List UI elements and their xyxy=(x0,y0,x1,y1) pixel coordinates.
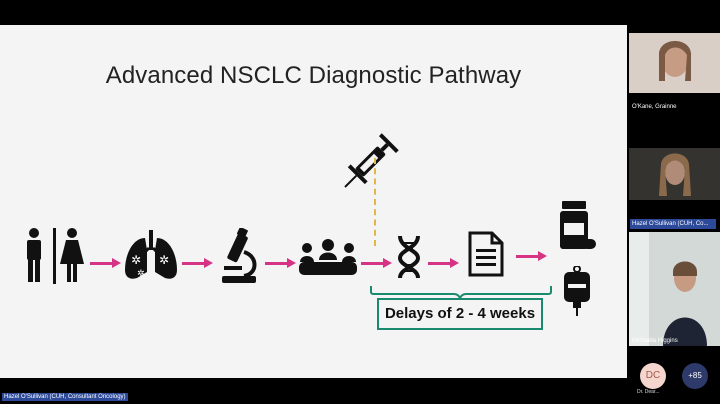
pathway-arrow xyxy=(265,258,296,268)
medicine-bottle-icon xyxy=(560,201,596,249)
svg-text:✲: ✲ xyxy=(131,253,141,267)
participant-video-tile[interactable] xyxy=(629,33,720,93)
microscope-icon xyxy=(222,228,257,283)
pathway-arrow xyxy=(428,258,459,268)
patients-icon xyxy=(27,228,84,284)
participant-name: Michaela Higgins xyxy=(632,338,678,344)
slide-title: Advanced NSCLC Diagnostic Pathway xyxy=(105,62,522,89)
active-speaker-name: Hazel O'Sullivan (CUH, Co... xyxy=(630,219,716,229)
pathway-arrow xyxy=(516,251,547,261)
presentation-slide: Advanced NSCLC Diagnostic Pathway xyxy=(0,25,627,378)
participant-video-tile[interactable] xyxy=(629,148,720,200)
pathway-arrow xyxy=(90,258,121,268)
person-silhouette-icon xyxy=(629,33,720,93)
pathway-arrow xyxy=(182,258,213,268)
report-icon xyxy=(468,231,504,277)
participant-name: Dr. Dear... xyxy=(637,389,660,395)
participant-video-tile[interactable] xyxy=(629,232,720,346)
person-silhouette-icon xyxy=(629,232,720,346)
iv-bag-icon xyxy=(564,266,590,316)
syringe-icon xyxy=(344,133,399,188)
delay-label-box: Delays of 2 - 4 weeks xyxy=(377,298,543,330)
participant-avatar[interactable]: DC xyxy=(640,363,666,389)
svg-text:✲: ✲ xyxy=(137,269,145,279)
presenter-name-tag: Hazel O'Sullivan (CUH, Consultant Oncolo… xyxy=(2,393,128,401)
injection-connector-line xyxy=(374,158,376,246)
pathway-arrow xyxy=(361,258,392,268)
lungs-icon: ✲ ✲ ✲ xyxy=(125,230,177,279)
team-meeting-icon xyxy=(299,239,357,275)
person-silhouette-icon xyxy=(629,148,720,200)
svg-text:✲: ✲ xyxy=(159,253,169,267)
more-participants-button[interactable]: +85 xyxy=(682,363,708,389)
dna-icon xyxy=(397,235,421,279)
participant-name: O'Kane, Grainne xyxy=(632,104,677,110)
